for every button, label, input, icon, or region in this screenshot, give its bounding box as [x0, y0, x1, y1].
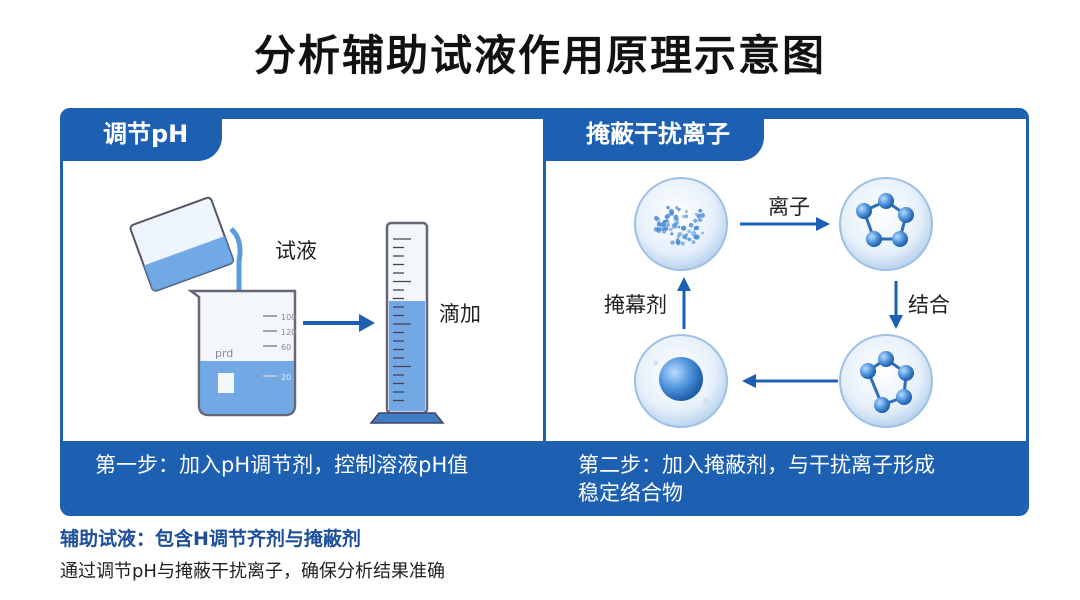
beaker-icon [187, 289, 297, 417]
right-arrow-icon [303, 314, 375, 332]
step-one-text: 第一步：加入pH调节剂，控制溶液pH值 [95, 453, 469, 477]
bound-dish-icon [839, 334, 933, 428]
step-two-footer: 第二步：加入掩蔽剂，与干扰离子形成 稳定络合物 [546, 441, 1026, 513]
step-one-footer: 第一步：加入pH调节剂，控制溶液pH值 [63, 441, 543, 513]
header-band [546, 111, 1026, 119]
ion-label: 离子 [768, 195, 810, 219]
ion-dish-icon [634, 177, 728, 271]
right-arrow-icon [740, 217, 830, 231]
beaker-text: prd [215, 347, 233, 360]
bind-label: 结合 [908, 293, 950, 317]
up-arrow-icon [677, 277, 691, 329]
pouring-beaker-icon [129, 196, 243, 373]
ph-adjust-panel: 调节pH prd 100 120 60 20 [60, 108, 546, 516]
reagent-label: 试液 [275, 239, 317, 263]
complex-dish-icon [839, 177, 933, 271]
masking-panel: 掩蔽干扰离子 [543, 108, 1029, 516]
beaker-mark: 120 [281, 328, 296, 337]
masked-dish-icon [634, 334, 728, 428]
beaker-mark: 20 [281, 373, 291, 382]
drip-label: 滴加 [439, 302, 481, 326]
graduated-cylinder-icon [369, 221, 445, 424]
summary-description: 通过调节pH与掩蔽干扰离子，确保分析结果准确 [60, 561, 445, 582]
down-arrow-icon [889, 281, 903, 329]
beaker-mark: 60 [281, 343, 291, 352]
step-two-text-line2: 稳定络合物 [578, 481, 683, 505]
header-band [63, 111, 543, 119]
ph-illustration: prd 100 120 60 20 [129, 196, 445, 424]
masking-agent-label: 掩幕剂 [604, 293, 667, 317]
summary-title: 辅助试液：包含H调节齐剂与掩蔽剂 [60, 528, 361, 550]
masking-panel-header: 掩蔽干扰离子 [546, 111, 764, 161]
masking-cycle-illustration [634, 177, 933, 428]
ph-panel-header: 调节pH [63, 111, 223, 161]
step-two-text-line1: 第二步：加入掩蔽剂，与干扰离子形成 [578, 453, 935, 477]
beaker-mark: 100 [281, 313, 296, 322]
page-title: 分析辅助试液作用原理示意图 [253, 31, 826, 80]
left-arrow-icon [742, 374, 838, 388]
